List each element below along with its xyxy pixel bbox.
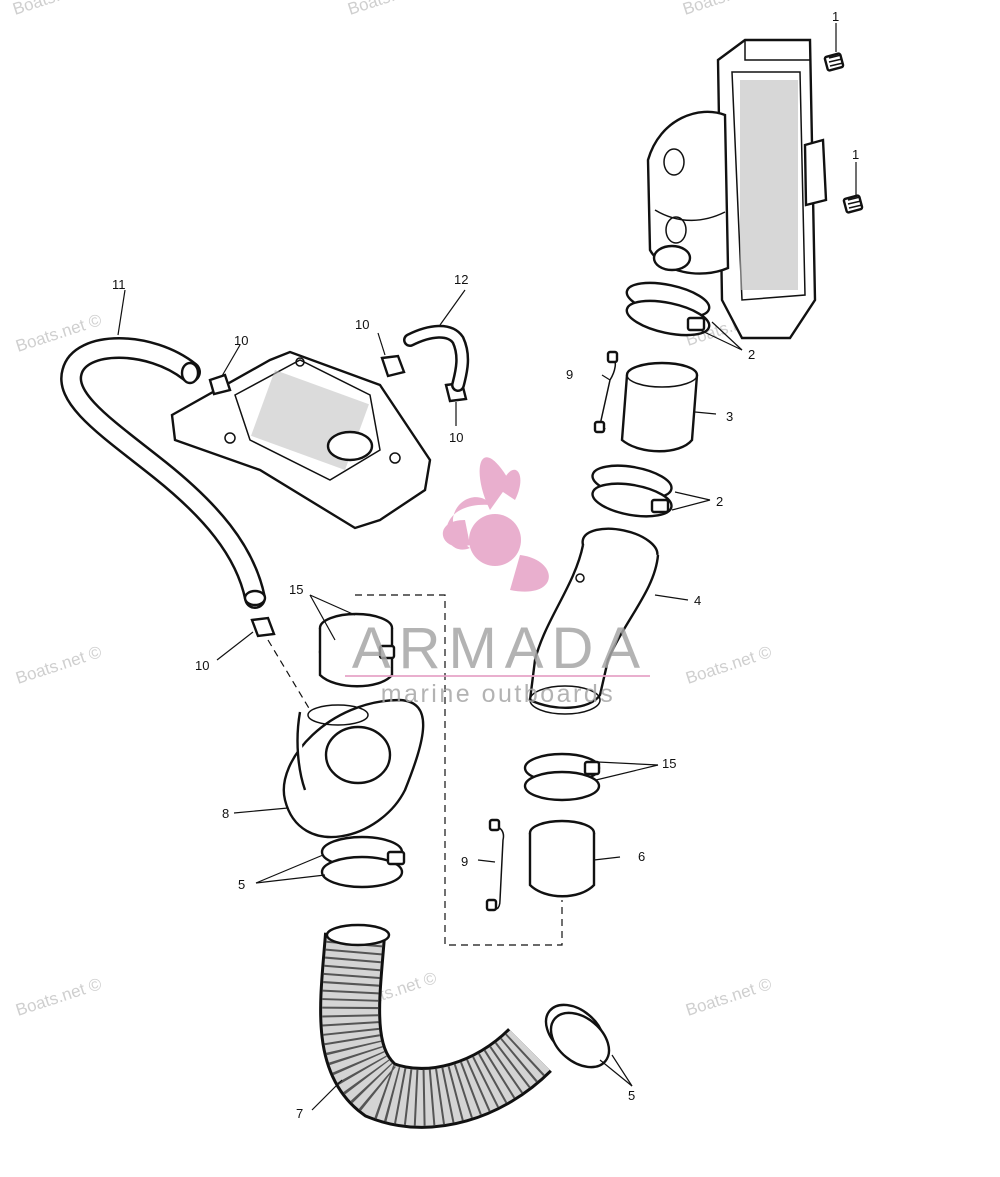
- callout-2: 2: [716, 494, 723, 509]
- exhaust-elbow-pipe: [528, 527, 660, 715]
- hose-clamp-bottom: [544, 1003, 611, 1069]
- propeller-icon: [442, 457, 549, 592]
- callout-15: 15: [289, 582, 303, 597]
- callout-5: 5: [238, 877, 245, 892]
- callout-15: 15: [662, 756, 676, 771]
- callout-3: 3: [726, 409, 733, 424]
- exhaust-flange: [282, 698, 425, 839]
- watermark: Boats.net ©: [345, 0, 436, 19]
- callouts: 1 1 2 2 3 4 5 5 6 7 8 9 9 10 10 10 10 11…: [112, 9, 859, 1121]
- callout-12: 12: [454, 272, 468, 287]
- hose-clamp-lower: [320, 835, 406, 889]
- hose-clamp-upper: [625, 281, 711, 337]
- callout-10: 10: [234, 333, 248, 348]
- callout-7: 7: [296, 1106, 303, 1121]
- exhaust-sleeve-lower: [528, 819, 596, 898]
- watermark: Boats.net ©: [683, 974, 774, 1020]
- brand-name: ARMADA: [352, 616, 648, 681]
- exhaust-sleeve: [620, 361, 699, 453]
- callout-1: 1: [852, 147, 859, 162]
- hose-clip: [208, 373, 232, 396]
- callout-9: 9: [566, 367, 573, 382]
- assembly-guide-line: [355, 594, 563, 946]
- watermark: Boats.net ©: [683, 642, 774, 688]
- hose-clamp-right: [523, 752, 601, 802]
- callout-2: 2: [748, 347, 755, 362]
- drain-plug-lower: [842, 194, 864, 214]
- callout-10: 10: [355, 317, 369, 332]
- tell-tale-hose: [403, 324, 470, 392]
- armada-logo: ARMADA marine outboards: [345, 457, 650, 708]
- exhaust-bellows: [319, 923, 552, 1129]
- hose-clip: [250, 616, 276, 638]
- watermark: Boats.net ©: [13, 642, 104, 688]
- adapter-plate: [170, 350, 432, 530]
- callout-9: 9: [461, 854, 468, 869]
- hose-clip: [380, 354, 406, 378]
- callout-8: 8: [222, 806, 229, 821]
- hose-clamp-left: [318, 612, 396, 688]
- callout-10: 10: [449, 430, 463, 445]
- brand-tagline: marine outboards: [381, 680, 616, 708]
- clamp-wire-lower: [485, 818, 505, 912]
- hose-clamp-middle: [591, 464, 673, 518]
- callout-leaders: [117, 23, 857, 1111]
- drain-plug-upper: [823, 52, 845, 72]
- callout-6: 6: [638, 849, 645, 864]
- callout-5: 5: [628, 1088, 635, 1103]
- exhaust-manifold: [646, 38, 828, 340]
- callout-4: 4: [694, 593, 701, 608]
- callout-10: 10: [195, 658, 209, 673]
- callout-1: 1: [832, 9, 839, 24]
- water-hose: [60, 337, 267, 609]
- assembly-guide-line: [267, 639, 311, 711]
- clamp-wire-upper: [593, 350, 619, 434]
- watermark: Boats.net ©: [680, 0, 771, 19]
- watermark: Boats.net ©: [10, 0, 101, 19]
- callout-11: 11: [112, 277, 126, 292]
- watermark: Boats.net ©: [13, 974, 104, 1020]
